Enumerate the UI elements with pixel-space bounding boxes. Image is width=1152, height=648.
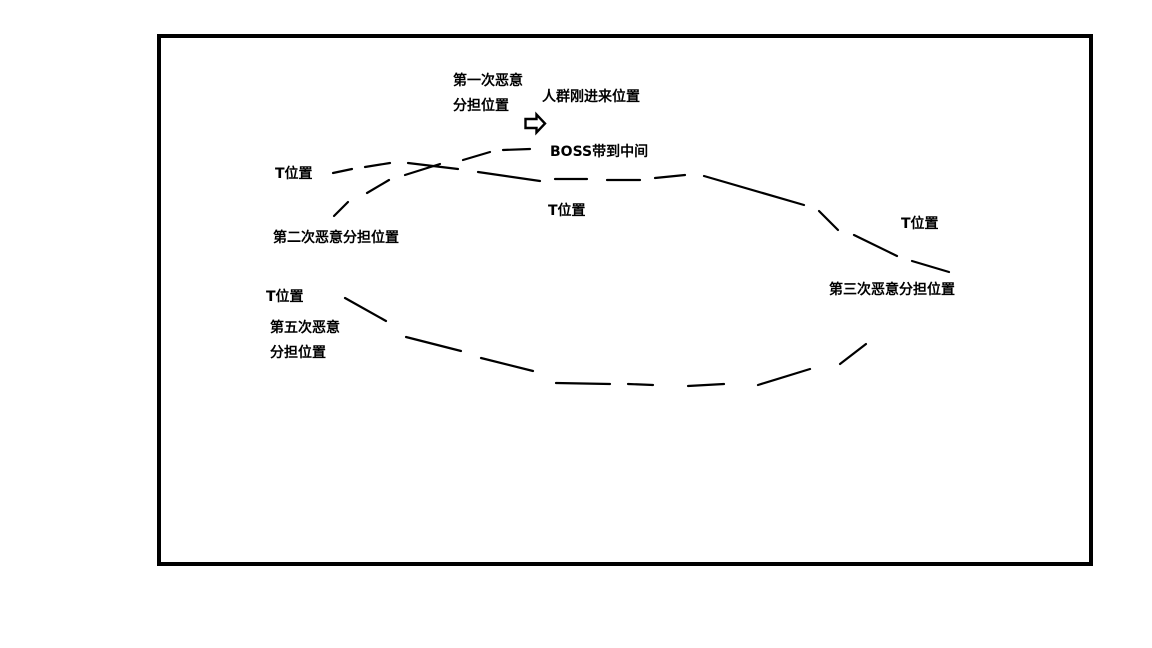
fifth-share-label-line1: 第五次恶意 [270, 320, 340, 336]
boss-center-label: BOSS带到中间 [550, 144, 649, 160]
path-dash [626, 382, 655, 387]
right-arrow-outline-icon [524, 111, 547, 136]
path-dash [817, 209, 840, 232]
path-dash [343, 296, 388, 323]
path-dash [501, 147, 532, 152]
path-dash [403, 162, 442, 177]
t-lower-left-label: T位置 [266, 289, 304, 305]
first-share-label-line2: 分担位置 [453, 98, 509, 114]
fifth-share-label: 第五次恶意 分担位置 [270, 320, 340, 361]
crowd-entry-label: 人群刚进来位置 [542, 89, 640, 105]
t-left-label: T位置 [275, 166, 313, 182]
second-share-label: 第二次恶意分担位置 [273, 230, 399, 246]
path-dash [756, 367, 812, 387]
first-share-label-line1: 第一次恶意 [453, 73, 523, 89]
path-dash [461, 150, 492, 162]
path-dash [554, 381, 612, 386]
path-dash [332, 200, 350, 218]
path-dash [479, 356, 535, 373]
t-center-label: T位置 [548, 203, 586, 219]
path-dash [686, 382, 726, 388]
t-right-label: T位置 [901, 216, 939, 232]
diagram-frame [157, 34, 1093, 566]
path-dash [331, 167, 354, 175]
third-share-label: 第三次恶意分担位置 [829, 282, 955, 298]
path-dash [363, 161, 392, 169]
path-dash [653, 173, 687, 180]
first-share-label: 第一次恶意 分担位置 [453, 73, 523, 114]
path-dash [365, 178, 391, 195]
path-dash [476, 170, 542, 183]
path-dash [852, 233, 899, 258]
path-dash [838, 342, 868, 366]
fifth-share-label-line2: 分担位置 [270, 345, 326, 361]
path-dash [702, 174, 806, 207]
path-dash [404, 335, 463, 353]
path-dash [910, 259, 951, 274]
